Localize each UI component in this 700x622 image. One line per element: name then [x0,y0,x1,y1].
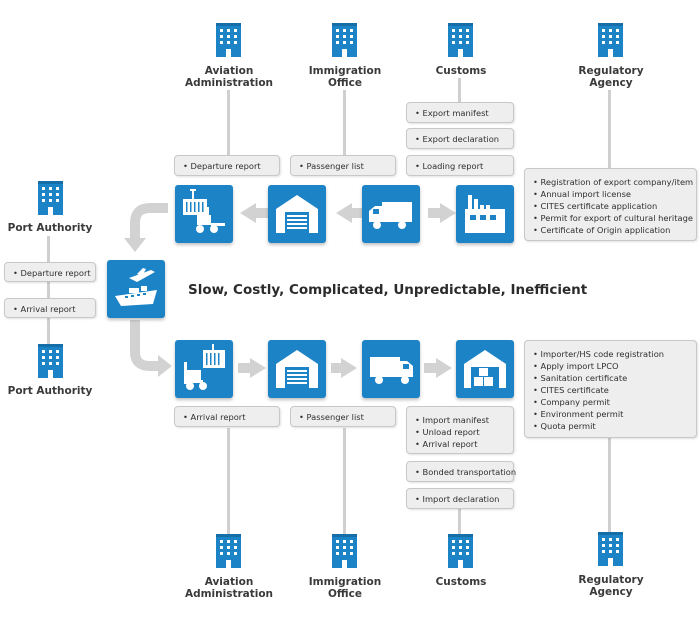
arrow-curve-top [130,203,168,240]
doc-item: CITES certificate application [533,200,688,212]
doc-box-arrival-report: Arrival report [174,406,280,427]
agency-customs-bottom: Customs [435,576,487,588]
agency-regulatory-top: Regulatory Agency [578,65,644,89]
tile-warehouse-boxes [456,340,514,398]
building-icon [448,534,473,568]
doc-box-regulatory-import: Importer/HS code registration Apply impo… [524,340,697,438]
doc-item: Importer/HS code registration [533,348,688,360]
doc-item: Quota permit [533,420,688,432]
container-forklift-icon [184,344,225,390]
doc-item: Departure report [13,267,91,279]
agency-immigration-bottom: Immigration Office [308,576,382,600]
tile-warehouse-top [268,185,326,243]
doc-box-export-manifest: Export manifest [406,102,514,123]
doc-item: Apply import LPCO [533,360,688,372]
building-icon [598,532,623,566]
tile-plane-ship [107,260,165,318]
doc-item: Passenger list [299,411,387,423]
doc-item: CITES certificate [533,384,688,396]
doc-item: Certificate of Origin application [533,224,688,236]
doc-item: Permit for export of cultural heritage [533,212,693,224]
agency-aviation-top: Aviation Administration [184,65,274,89]
doc-box-port-arrival: Arrival report [4,298,96,318]
tile-forklift-container [175,340,233,398]
building-icon [332,23,357,57]
agency-regulatory-bottom: Regulatory Agency [578,574,644,598]
building-icon [38,344,63,378]
arrow-export-2 [336,203,362,223]
doc-item: Registration of export company/item [533,176,694,188]
container-forklift-icon [183,189,225,233]
plane-ship-icon [115,268,157,306]
arrow-import-3 [424,358,452,378]
arrow-import-1 [238,358,266,378]
doc-box-import-declaration: Import declaration [406,488,514,509]
building-icon [38,181,63,215]
doc-item: Arrival report [183,411,271,423]
truck-icon [370,357,413,384]
doc-box-passenger-list-import: Passenger list [290,406,396,427]
building-icon [216,23,241,57]
building-icon [448,23,473,57]
doc-box-loading-report: Loading report [406,155,514,176]
doc-item: Export manifest [415,107,505,119]
headline: Slow, Costly, Complicated, Unpredictable… [188,282,588,298]
building-icon [598,23,623,57]
doc-item: Export declaration [415,133,505,145]
doc-box-regulatory-export: Registration of export company/item Annu… [524,168,697,241]
agency-port-authority-top: Port Authority [7,222,93,234]
doc-item: Sanitation certificate [533,372,688,384]
doc-item: Environment permit [533,408,688,420]
doc-item: Loading report [415,160,505,172]
doc-item: Passenger list [299,160,387,172]
doc-item: Import declaration [415,493,505,505]
tile-truck-bottom [362,340,420,398]
arrow-export-1 [428,203,456,223]
arrow-import-2 [331,358,357,378]
doc-item: Arrival report [13,303,87,315]
doc-item: Bonded transportation [415,466,517,478]
doc-box-import-manifest: Import manifest Unload report Arrival re… [406,406,514,454]
warehouse-boxes-icon [464,350,506,388]
doc-item: Annual import license [533,188,688,200]
doc-box-passenger-list: Passenger list [290,155,396,176]
factory-icon [465,195,505,233]
doc-item: Arrival report [415,438,505,450]
tile-container-forklift [175,185,233,243]
doc-box-export-declaration: Export declaration [406,128,514,149]
warehouse-icon [276,195,318,233]
agency-aviation-bottom: Aviation Administration [184,576,274,600]
building-icon [216,534,241,568]
doc-box-departure-report: Departure report [174,155,280,176]
tile-warehouse-bottom [268,340,326,398]
doc-box-port-departure: Departure report [4,262,96,282]
building-icon [332,534,357,568]
doc-item: Import manifest [415,414,505,426]
tile-factory [456,185,514,243]
doc-item: Unload report [415,426,505,438]
agency-customs-top: Customs [435,65,487,77]
doc-item: Departure report [183,160,271,172]
warehouse-icon [276,350,318,388]
doc-box-bonded-transportation: Bonded transportation [406,461,517,482]
arrow-curve-bottom [130,320,160,371]
tile-truck-top [362,185,420,243]
agency-port-authority-bottom: Port Authority [7,385,93,397]
arrow-export-3 [240,203,268,223]
agency-immigration-top: Immigration Office [308,65,382,89]
truck-icon [369,202,412,229]
doc-item: Company permit [533,396,688,408]
